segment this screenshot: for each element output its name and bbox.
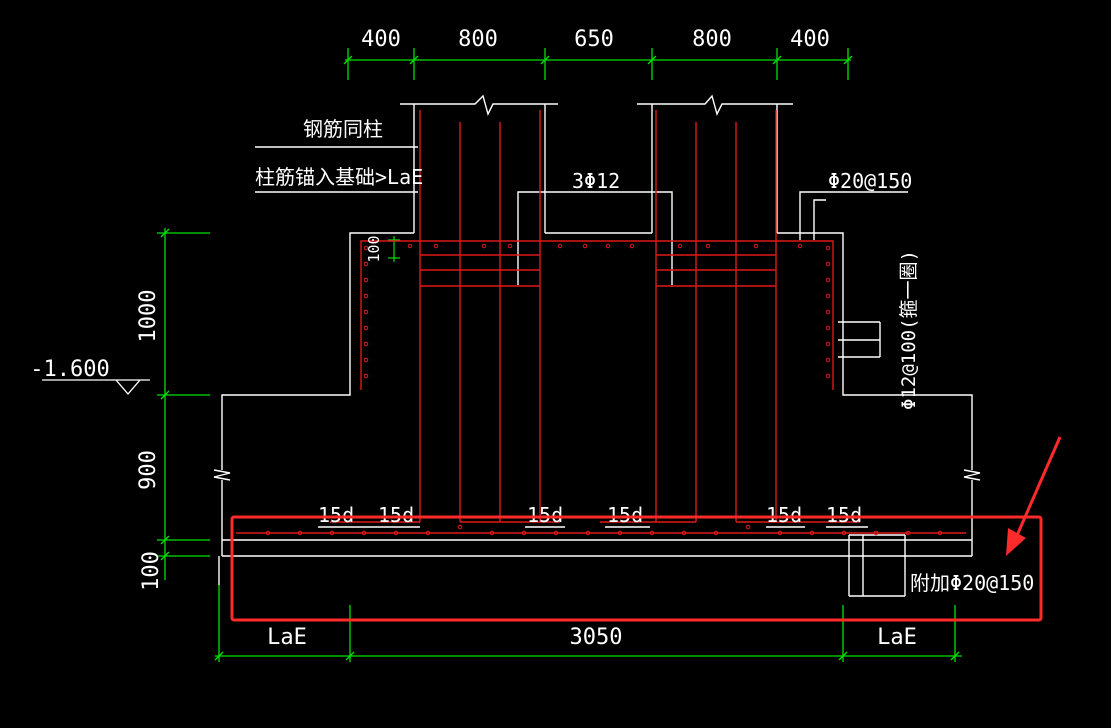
top-dimension-label: 650: [574, 27, 614, 52]
note-column-anchor: 柱筋锚入基础>LaE: [255, 165, 423, 189]
top-dimension-label: 800: [692, 27, 732, 52]
note-phi20-150: Φ20@150: [828, 169, 912, 193]
top-dimension-label: 400: [361, 27, 401, 52]
rebar-dots: [265, 243, 943, 536]
note-small-100: 100: [365, 235, 383, 262]
anchor-label-15d: 15d: [527, 503, 563, 527]
note-3phi12: 3Φ12: [572, 169, 620, 193]
rebar-lines: [236, 110, 966, 534]
top-dimension-label: 400: [790, 27, 830, 52]
left-dimension-label: 1000: [136, 290, 161, 343]
bottom-dimension-label: LaE: [877, 625, 917, 650]
highlight-box: [230, 515, 1043, 622]
anchor-label-15d: 15d: [607, 503, 643, 527]
note-rebar-same-as-column: 钢筋同柱: [303, 117, 383, 141]
bottom-dimension-label: 3050: [570, 625, 623, 650]
bottom-dimension-line: [214, 585, 962, 662]
anchor-label-15d: 15d: [378, 503, 414, 527]
top-dimension-line: [343, 48, 853, 80]
anchor-label-15d: 15d: [826, 503, 862, 527]
anchor-label-15d: 15d: [318, 503, 354, 527]
anchor-label-15d: 15d: [766, 503, 802, 527]
foundation-outline: [213, 94, 981, 597]
top-dimension-label: 800: [458, 27, 498, 52]
left-dimension-label: 100: [139, 551, 164, 591]
red-arrow-icon: [1006, 436, 1062, 556]
elevation-symbol: [42, 379, 150, 395]
elevation-label: -1.600: [30, 357, 109, 382]
note-additional-phi20: 附加Φ20@150: [910, 571, 1034, 595]
left-dimension-line: [157, 228, 210, 580]
bottom-dimension-label: LaE: [267, 625, 307, 650]
note-phi12-100: Φ12@100(箍一圈): [898, 250, 920, 410]
left-dimension-label: 900: [136, 450, 161, 490]
